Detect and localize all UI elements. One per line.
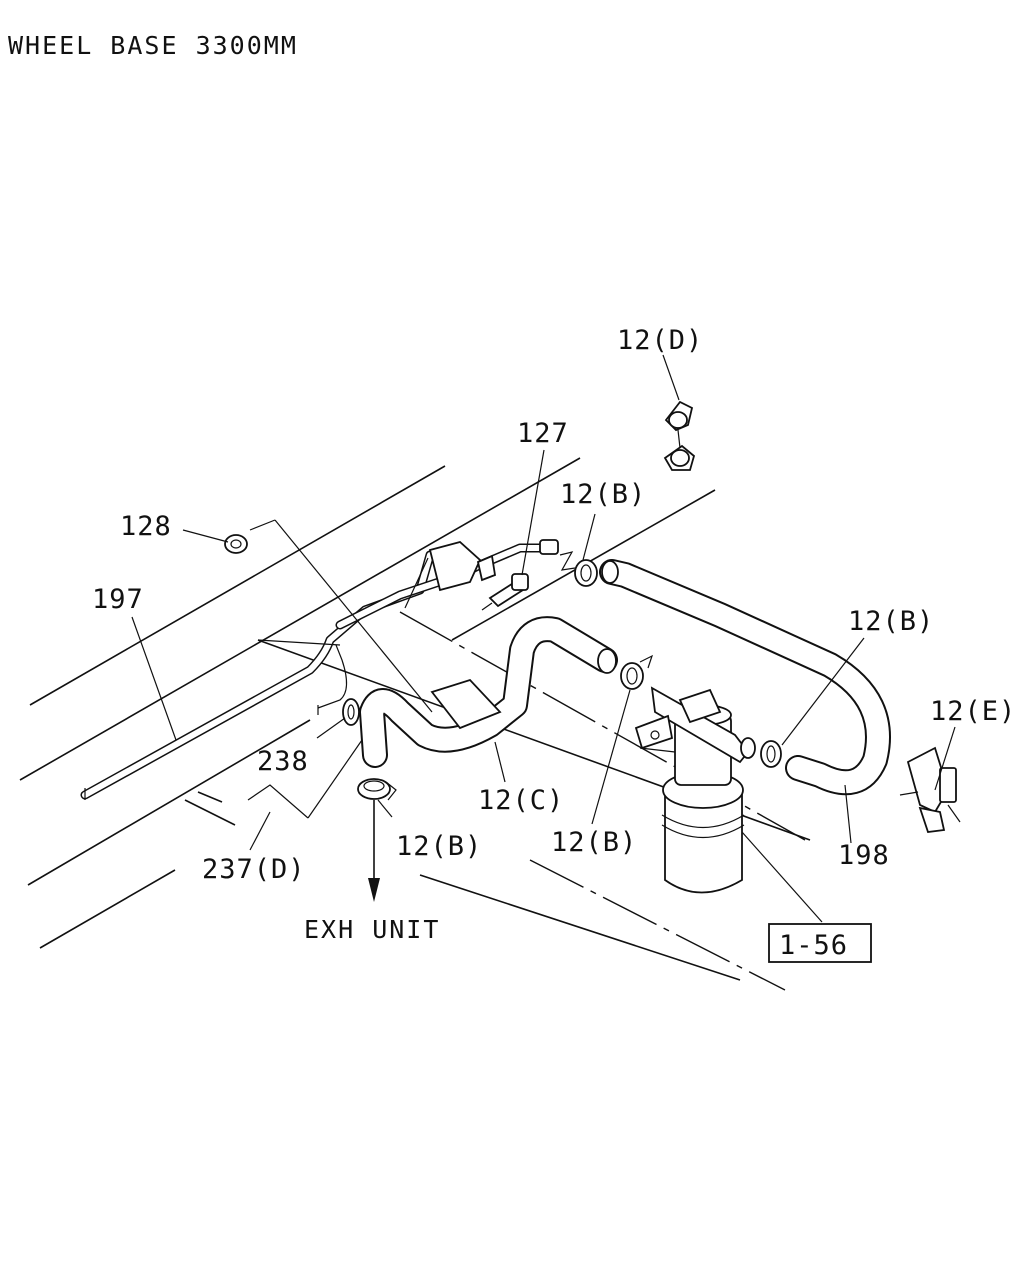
pipe-238-area bbox=[317, 644, 348, 715]
hose-198 bbox=[599, 559, 891, 796]
label-198: 198 bbox=[838, 840, 890, 871]
clamp-12b-right bbox=[760, 740, 782, 768]
label-12c: 12(C) bbox=[478, 785, 564, 816]
exh-unit-arrow bbox=[368, 800, 380, 902]
label-12e: 12(E) bbox=[930, 696, 1016, 727]
ref-box-label[interactable]: 1-56 bbox=[779, 930, 848, 961]
bracket bbox=[428, 541, 497, 592]
label-12b-bottom: 12(B) bbox=[396, 831, 482, 862]
label-exh-unit: EXH UNIT bbox=[304, 915, 440, 944]
nut-238 bbox=[342, 698, 360, 726]
exh-unit-canister bbox=[634, 686, 756, 894]
nut-128 bbox=[224, 534, 248, 554]
label-12d: 12(D) bbox=[617, 325, 703, 356]
clamp-12b-mid bbox=[620, 654, 654, 690]
ref-box-frame bbox=[768, 923, 872, 963]
label-12b-top: 12(B) bbox=[560, 479, 646, 510]
label-128: 128 bbox=[120, 511, 172, 542]
label-238: 238 bbox=[257, 746, 309, 777]
label-12b-mid: 12(B) bbox=[551, 827, 637, 858]
clip-12e bbox=[899, 746, 961, 833]
label-197: 197 bbox=[92, 584, 144, 615]
bolt-127 bbox=[481, 573, 529, 611]
label-237d: 237(D) bbox=[202, 854, 306, 885]
clip-12d bbox=[663, 400, 696, 471]
leader-lines bbox=[131, 354, 956, 923]
diagram-title: WHEEL BASE 3300MM bbox=[8, 31, 298, 60]
clamp-12b-top bbox=[559, 551, 598, 587]
label-127: 127 bbox=[517, 418, 569, 449]
clamp-12b-bottom bbox=[357, 778, 397, 801]
label-12b-right: 12(B) bbox=[848, 606, 934, 637]
hose-237d bbox=[359, 616, 618, 768]
